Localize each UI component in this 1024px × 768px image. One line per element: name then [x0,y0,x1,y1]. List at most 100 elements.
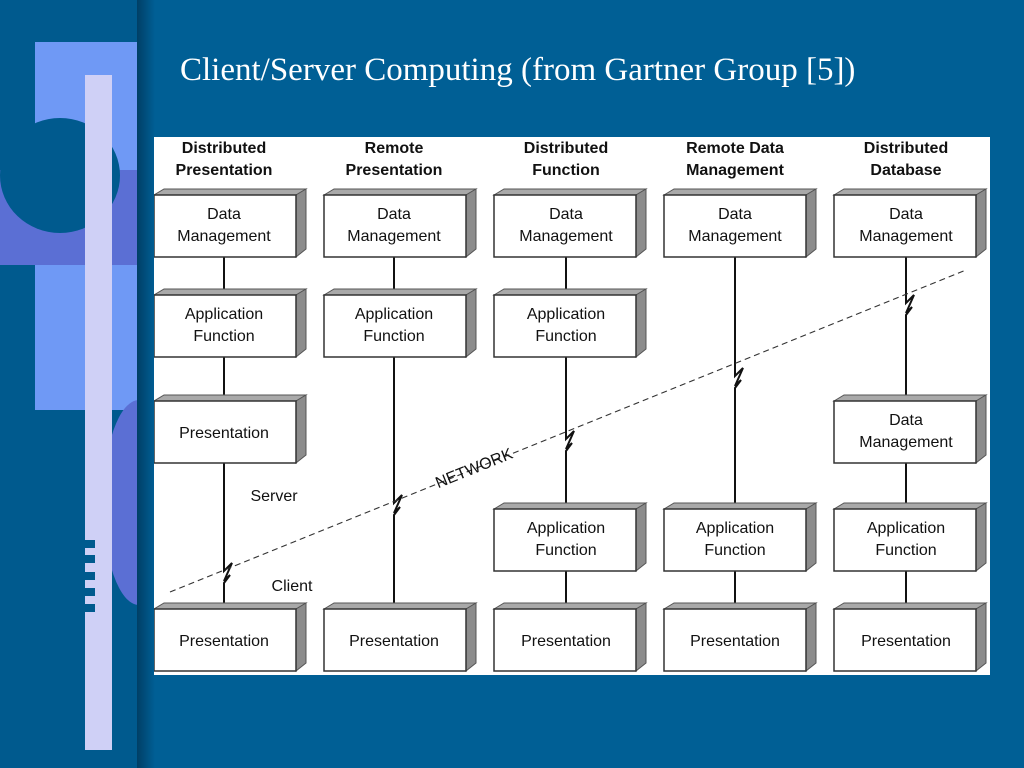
presentation-box-top-face [322,602,478,610]
data-management-box-label: Data [718,206,752,223]
application-function-box-label: Function [535,542,596,559]
application-function-box-side-face [465,288,477,359]
presentation-box-side-face [635,602,647,673]
application-function-box-label: Function [363,328,424,345]
data-management-box-label: Management [859,228,953,245]
data-management-box-side-face [465,188,477,259]
column-heading: Function [532,162,600,179]
network-bolt-connector [734,257,744,509]
presentation-box [154,608,297,672]
application-function-box [493,294,637,358]
data-management-box [833,194,977,258]
data-management-box-side-face [975,188,987,259]
presentation-box-top-face [492,602,648,610]
application-function-box-label: Application [185,306,263,323]
data-management-box-top-face [662,188,818,196]
application-function-box-top-face [662,502,818,510]
decor-tick [85,572,95,580]
application-function-box-label: Function [535,328,596,345]
presentation-box-top-face [154,602,308,610]
data-management-box-label: Management [177,228,271,245]
presentation-box-label: Presentation [179,633,269,650]
data-management-box-label: Management [859,434,953,451]
data-management-box [663,194,807,258]
band-shadow [137,0,155,768]
application-function-box-side-face [975,502,987,573]
presentation-box-side-face [805,602,817,673]
data-management-box-label: Data [377,206,411,223]
data-management-box-side-face [635,188,647,259]
application-function-box [323,294,467,358]
presentation-box-side-face [295,602,307,673]
presentation-box-label: Presentation [861,633,951,650]
presentation-box-label: Presentation [349,633,439,650]
data-management-box-label: Data [889,206,923,223]
column-heading: Presentation [176,162,273,179]
slide-title: Client/Server Computing (from Gartner Gr… [180,52,856,88]
data-management-box [154,194,297,258]
application-function-box-side-face [295,288,307,359]
column-heading: Remote [365,140,424,157]
presentation-box-top-face [662,602,818,610]
application-function-box-label: Application [696,520,774,537]
data-management-box-top-face [492,188,648,196]
data-management-box-label: Management [347,228,441,245]
network-dashed-line [169,269,967,593]
column-heading: Presentation [346,162,443,179]
application-function-box-label: Function [875,542,936,559]
application-function-box-label: Application [867,520,945,537]
column-heading: Remote Data [686,140,784,157]
data-management-box-side-face [805,188,817,259]
data-management-box-label: Data [549,206,583,223]
network-bolt-connector [223,463,233,609]
data-management-box-label: Management [519,228,613,245]
data-management-box-top-face [832,394,988,402]
network-bolt-connector [905,257,915,401]
application-function-box-top-face [492,288,648,296]
network-label: NETWORK [433,446,515,493]
data-management-box [323,194,467,258]
application-function-box-top-face [322,288,478,296]
presentation-box [663,608,807,672]
data-management-box [493,194,637,258]
presentation-box [493,608,637,672]
application-function-box-label: Function [193,328,254,345]
application-function-box-label: Application [527,520,605,537]
data-management-box-side-face [975,394,987,465]
application-function-box [493,508,637,572]
decor-tick [85,588,95,596]
column-heading: Database [870,162,941,179]
decor-tick [85,540,95,548]
column-heading: Management [686,162,784,179]
presentation-box-label: Presentation [179,425,269,442]
application-function-box [154,294,297,358]
application-function-box-label: Application [355,306,433,323]
presentation-box-label: Presentation [521,633,611,650]
presentation-box-side-face [975,602,987,673]
application-function-box-top-face [832,502,988,510]
presentation-box-side-face [295,394,307,465]
application-function-box-side-face [805,502,817,573]
network-bolt-connector [393,357,403,609]
client-label: Client [272,578,313,595]
presentation-box-top-face [832,602,988,610]
data-management-box-label: Data [207,206,241,223]
application-function-box-side-face [635,502,647,573]
column-heading: Distributed [182,140,266,157]
data-management-box-label: Management [688,228,782,245]
application-function-box [833,508,977,572]
data-management-box-top-face [322,188,478,196]
network-bolt-connector [565,357,575,509]
presentation-box-top-face [154,394,308,402]
decor-tick [85,604,95,612]
application-function-box-top-face [154,288,308,296]
presentation-box-side-face [465,602,477,673]
application-function-box-side-face [635,288,647,359]
data-management-box-top-face [154,188,308,196]
presentation-box [833,608,977,672]
data-management-box-side-face [295,188,307,259]
column-heading: Distributed [524,140,608,157]
presentation-box-label: Presentation [690,633,780,650]
